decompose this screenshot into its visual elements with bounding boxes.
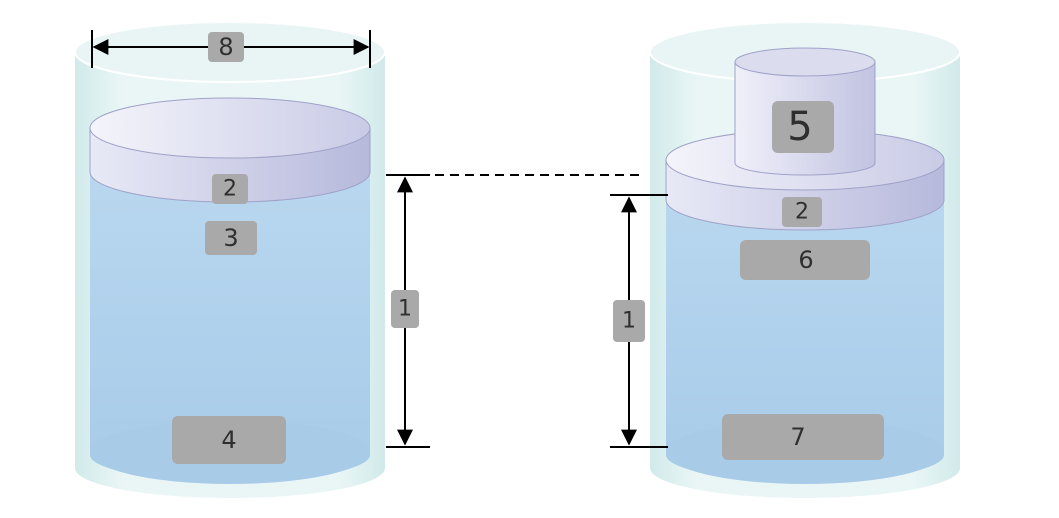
label-5-text: 5	[787, 104, 812, 150]
label-1-right-text: 1	[622, 309, 636, 334]
left-disk	[89, 97, 371, 203]
label-6-text: 6	[798, 246, 813, 274]
label-7: 7	[722, 414, 884, 460]
label-3-text: 3	[223, 224, 238, 252]
label-8-text: 8	[218, 33, 233, 61]
left-water	[90, 172, 370, 481]
label-6: 6	[740, 240, 870, 280]
label-1-left-text: 1	[398, 297, 412, 322]
label-2-left: 2	[212, 174, 248, 204]
label-4: 4	[172, 416, 286, 464]
label-2-left-text: 2	[223, 177, 237, 202]
label-2-right: 2	[782, 197, 822, 227]
label-1-right: 1	[613, 300, 645, 342]
label-3: 3	[205, 221, 257, 255]
label-8: 8	[208, 32, 244, 62]
label-5: 5	[772, 101, 834, 153]
label-2-right-text: 2	[795, 200, 809, 225]
label-1-left: 1	[391, 290, 419, 328]
right-water	[666, 192, 944, 481]
label-7-text: 7	[790, 423, 805, 451]
label-4-text: 4	[221, 426, 236, 454]
